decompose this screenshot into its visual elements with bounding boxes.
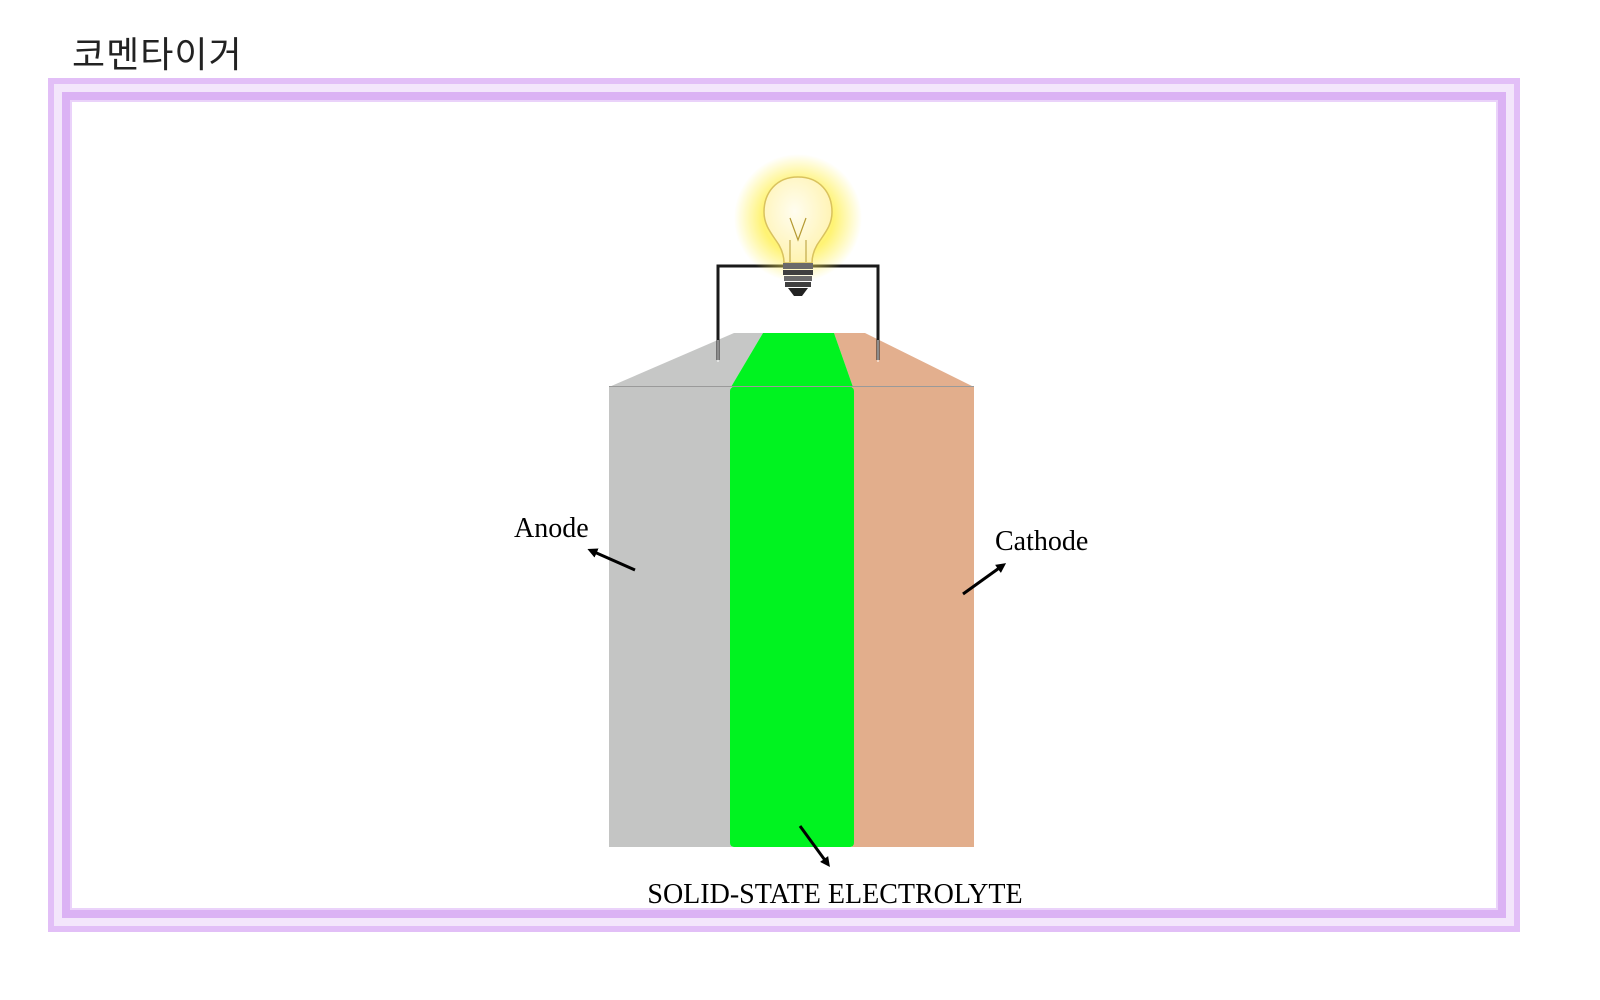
brand-title: 코멘타이거 <box>72 35 243 76</box>
cathode-top-face <box>834 333 974 387</box>
light-bulb-icon <box>734 154 862 296</box>
electrolyte-layer <box>730 387 854 847</box>
electrolyte-arrow <box>798 825 830 868</box>
anode-label: Anode <box>514 513 589 544</box>
cathode-layer <box>852 387 974 847</box>
anode-top-face <box>609 333 763 387</box>
cathode-label: Cathode <box>995 526 1088 557</box>
electrolyte-top-face <box>731 333 853 387</box>
electrolyte-label: SOLID-STATE ELECTROLYTE <box>647 879 1022 910</box>
anode-layer <box>609 387 732 847</box>
anode-arrow <box>587 548 636 572</box>
cathode-arrow <box>962 563 1007 596</box>
